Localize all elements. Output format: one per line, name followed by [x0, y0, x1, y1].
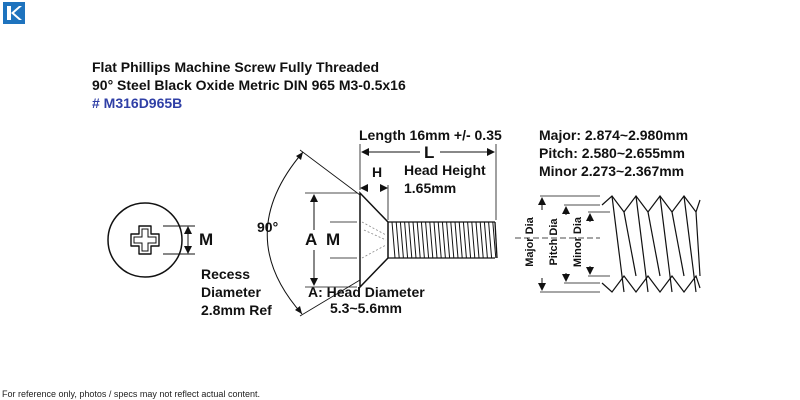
pitch-spec: Pitch: 2.580~2.655mm: [539, 145, 685, 161]
thread-flank: [647, 211, 661, 277]
thread-line: [462, 221, 467, 259]
head-height-letter: H: [372, 164, 383, 180]
angle-label: 90°: [257, 219, 279, 235]
thread-flank: [671, 211, 685, 277]
thread-line: [450, 221, 455, 259]
head-height-title: Head Height: [404, 162, 486, 178]
minor-dia-label: Minor Dia: [572, 216, 584, 268]
thread-line: [488, 221, 493, 259]
brand-logo: [3, 2, 25, 24]
length-letter: L: [424, 143, 435, 162]
recess-line-2: Diameter: [201, 284, 261, 300]
head-diameter-value: 5.3~5.6mm: [330, 300, 402, 316]
thread-line: [446, 221, 451, 259]
thread-line: [458, 221, 463, 259]
head-top-view: [107, 202, 195, 278]
thread-profile: [601, 274, 701, 293]
disclaimer: For reference only, photos / specs may n…: [2, 389, 260, 399]
recess-m-letter: M: [199, 230, 214, 249]
angle-arc: [266, 149, 361, 317]
recess-line-1: Recess: [201, 266, 251, 282]
thread-line: [483, 221, 488, 259]
head-height-value: 1.65mm: [404, 180, 457, 196]
thread-line: [454, 221, 459, 259]
head-a-letter: A: [305, 230, 318, 249]
thread-flank: [683, 195, 697, 293]
thread-flank: [635, 195, 649, 293]
major-spec: Major: 2.874~2.980mm: [539, 127, 689, 143]
thread-profile: [601, 195, 701, 214]
thread-line: [399, 221, 404, 259]
thread-line: [429, 221, 434, 259]
thread-line: [492, 221, 497, 259]
part-number: # M316D965B: [92, 95, 183, 111]
thread-line: [412, 221, 417, 259]
head-diameter-title: A: Head Diameter: [308, 284, 425, 300]
thread-flank: [611, 195, 625, 293]
thread-line: [420, 221, 425, 259]
thread-line: [404, 221, 409, 259]
screw-side-view: [305, 144, 498, 289]
thread-line: [475, 221, 480, 259]
thread-line: [467, 221, 472, 259]
thread-line: [425, 221, 430, 259]
thread-line: [408, 221, 413, 259]
pitch-dia-label: Pitch Dia: [548, 218, 560, 266]
recess-line-3: 2.8mm Ref: [201, 302, 272, 318]
major-dia-label: Major Dia: [524, 217, 536, 267]
thread-line: [471, 221, 476, 259]
thread-flank: [659, 195, 673, 293]
length-label: Length 16mm +/- 0.35: [359, 127, 502, 143]
product-title: Flat Phillips Machine Screw Fully Thread…: [92, 58, 406, 112]
thread-line: [479, 221, 484, 259]
title-line-2: 90° Steel Black Oxide Metric DIN 965 M3-…: [92, 77, 406, 93]
thread-line: [416, 221, 421, 259]
minor-spec: Minor 2.273~2.367mm: [539, 163, 685, 179]
thread-line: [433, 221, 438, 259]
head-m-letter: M: [326, 230, 341, 249]
thread-detail: [515, 195, 701, 293]
title-line-1: Flat Phillips Machine Screw Fully Thread…: [92, 59, 380, 75]
thread-line: [437, 221, 442, 259]
thread-line: [391, 221, 396, 259]
thread-flank: [695, 211, 701, 277]
thread-line: [441, 221, 446, 259]
thread-line: [395, 221, 400, 259]
thread-flank: [623, 211, 637, 277]
